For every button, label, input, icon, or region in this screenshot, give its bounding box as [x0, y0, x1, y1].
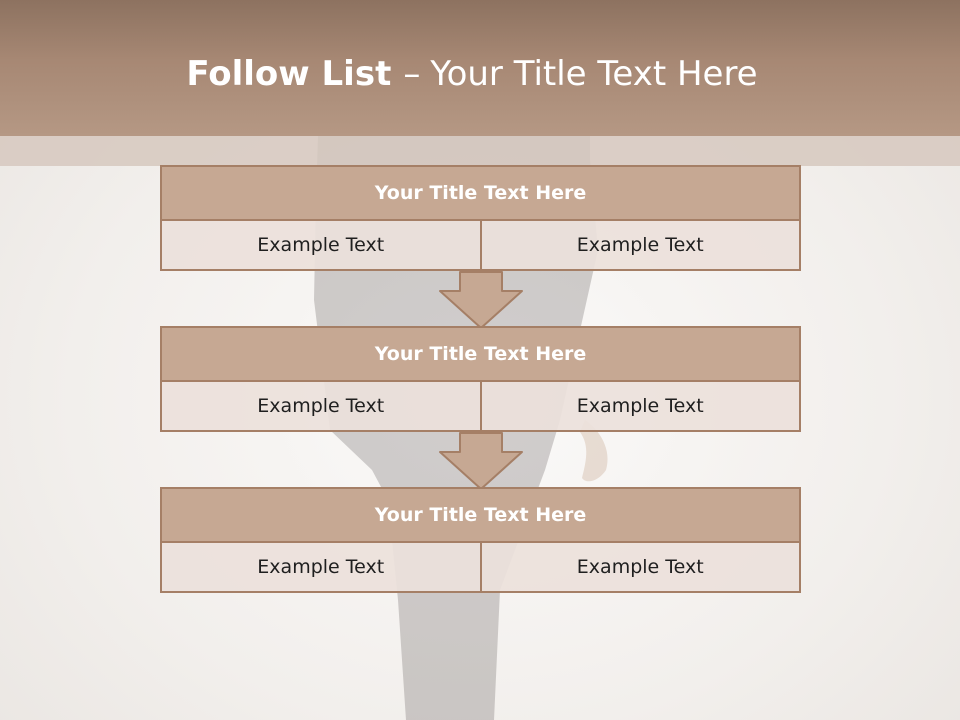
block-cell-right: Example Text	[479, 543, 800, 591]
title-rest: Your Title Text Here	[430, 54, 758, 94]
block-title: Your Title Text Here	[160, 326, 801, 382]
block-row: Example Text Example Text	[160, 543, 801, 593]
block-cell-left: Example Text	[257, 234, 385, 256]
block-title: Your Title Text Here	[160, 487, 801, 543]
header-band	[0, 136, 960, 166]
down-arrow-icon	[439, 432, 523, 490]
down-arrow-icon	[439, 271, 523, 329]
title-bold: Follow List	[186, 54, 392, 94]
block-title: Your Title Text Here	[160, 165, 801, 221]
block-cell-right: Example Text	[479, 221, 800, 269]
list-block-3: Your Title Text Here Example Text Exampl…	[160, 487, 801, 593]
block-cell-left: Example Text	[257, 395, 385, 417]
block-row: Example Text Example Text	[160, 221, 801, 271]
header-bar	[0, 0, 960, 136]
page-title: Follow List–Your Title Text Here	[0, 54, 944, 94]
title-separator: –	[403, 54, 421, 94]
block-cell-right: Example Text	[479, 382, 800, 430]
block-row: Example Text Example Text	[160, 382, 801, 432]
block-cell-left: Example Text	[257, 556, 385, 578]
list-block-1: Your Title Text Here Example Text Exampl…	[160, 165, 801, 271]
list-block-2: Your Title Text Here Example Text Exampl…	[160, 326, 801, 432]
